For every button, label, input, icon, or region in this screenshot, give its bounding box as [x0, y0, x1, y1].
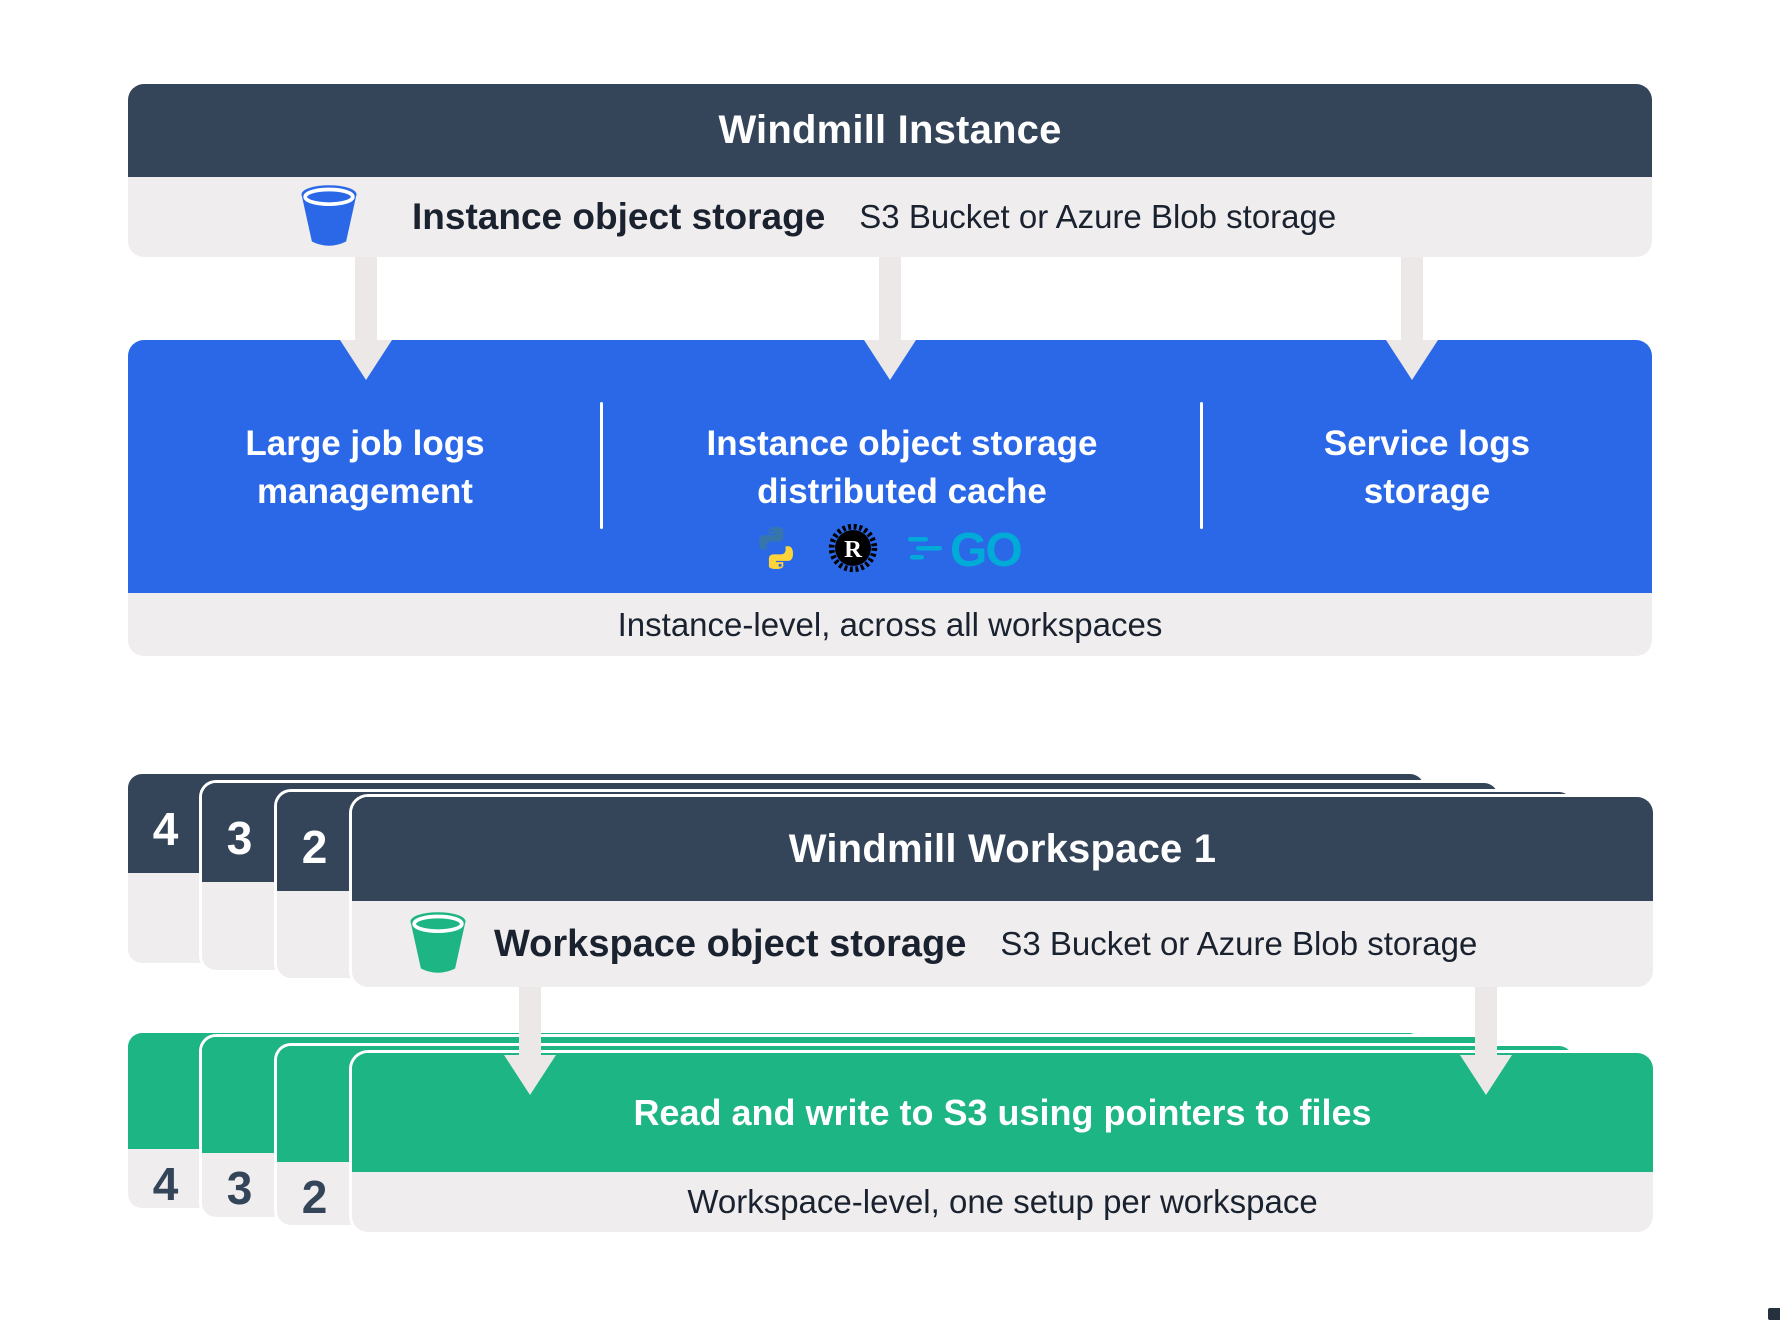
feature-divider	[1200, 402, 1203, 529]
instance-storage-label: Instance object storage	[412, 196, 826, 237]
green-stack-number: 4	[152, 1158, 179, 1210]
go-icon: GO	[908, 524, 1023, 573]
workspace-storage-sublabel: S3 Bucket or Azure Blob storage	[1000, 925, 1478, 962]
workspace-action-card: Read and write to S3 using pointers to f…	[352, 1053, 1653, 1232]
feature-large-job-logs: Large job logs management	[245, 424, 485, 511]
workspace-stack-number: 3	[226, 812, 253, 864]
windmill-instance-header: Windmill Instance	[128, 84, 1652, 177]
workspace-stack-number: 2	[301, 821, 328, 873]
cropped-corner-element	[1768, 1308, 1780, 1320]
flow-arrow-large-job-logs	[340, 257, 392, 380]
instance-storage-sublabel: S3 Bucket or Azure Blob storage	[859, 198, 1337, 235]
flow-arrow-distributed-cache	[864, 257, 916, 380]
workspace-action-title: Read and write to S3 using pointers to f…	[633, 1091, 1372, 1133]
windmill-workspace-header: Windmill Workspace 1	[352, 797, 1653, 901]
feature-service-logs: Service logs storage	[1323, 424, 1531, 511]
windmill-instance-card: Windmill Instance Instance object storag…	[128, 84, 1652, 257]
go-letters: GO	[950, 524, 1021, 573]
workspace-storage-row: Workspace object storage S3 Bucket or Az…	[352, 901, 1653, 987]
green-stack-number: 2	[301, 1171, 328, 1223]
flow-arrow-workspace-right	[1458, 987, 1514, 1095]
bucket-icon	[410, 912, 466, 973]
windmill-workspace-card: Windmill Workspace 1 Workspace object st…	[352, 797, 1653, 987]
instance-footer: Instance-level, across all workspaces	[128, 593, 1652, 656]
workspace-storage-label: Workspace object storage	[494, 922, 967, 965]
instance-title: Windmill Instance	[718, 108, 1062, 152]
flow-arrow-workspace-left	[502, 987, 558, 1095]
bucket-icon	[301, 185, 357, 246]
instance-features-box: Large job logs management Instance objec…	[128, 340, 1652, 593]
green-stack-number: 3	[226, 1162, 253, 1214]
feature-divider	[600, 402, 603, 529]
workspace-stack-number: 4	[152, 803, 179, 855]
feature-distributed-cache: Instance object storage distributed cach…	[706, 424, 1098, 511]
rust-icon: R	[828, 523, 878, 573]
workspace-footer: Workspace-level, one setup per workspace	[352, 1172, 1653, 1232]
workspace-action-header: Read and write to S3 using pointers to f…	[352, 1053, 1653, 1172]
workspace-title: Windmill Workspace 1	[788, 826, 1217, 871]
python-icon	[759, 527, 793, 569]
flow-arrow-service-logs	[1386, 257, 1438, 380]
rust-letter: R	[844, 536, 863, 563]
language-icons-row: R GO	[652, 522, 1152, 574]
instance-storage-row: Instance object storage S3 Bucket or Azu…	[128, 177, 1652, 257]
